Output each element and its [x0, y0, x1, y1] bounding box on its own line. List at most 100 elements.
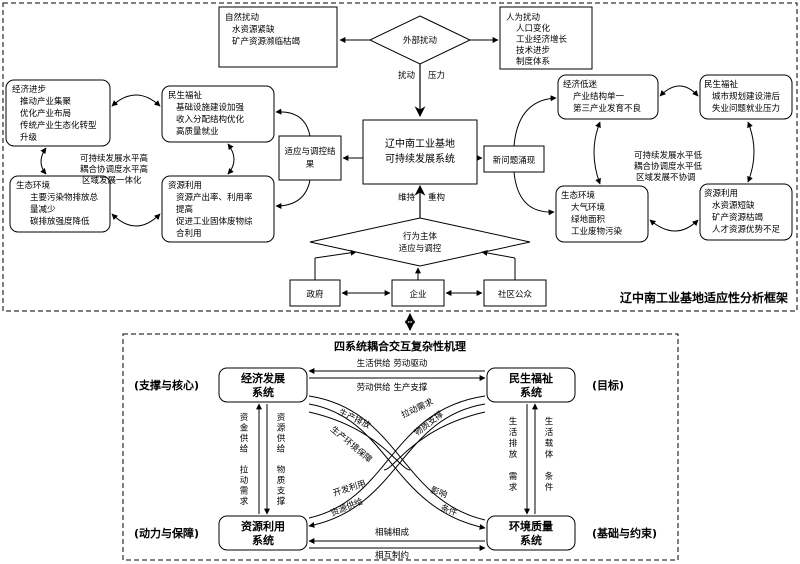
- cross-curves: [308, 395, 486, 530]
- left-economy-item: 优化产业布局: [20, 108, 71, 119]
- left-welfare-item: 高质量就业: [176, 126, 219, 137]
- svg-text:区域发展一体化: 区域发展一体化: [82, 175, 142, 186]
- resource-role: (动力与保障): [134, 526, 199, 540]
- vertical-char: 生: [545, 416, 554, 427]
- top-frame: [2, 2, 798, 312]
- vertical-char: 物: [277, 465, 286, 476]
- core-line2: 可持续发展系统: [385, 152, 455, 165]
- right-welfare-item: 城市规划建设滞后: [712, 91, 781, 102]
- top-outer-label: 生活供给 劳动驱动: [357, 358, 428, 369]
- welfare-line2: 系统: [520, 385, 542, 399]
- right-resource-item: 人才资源优势不足: [712, 224, 781, 235]
- human-title: 人为扰动: [506, 12, 541, 23]
- government-box: 政府: [289, 279, 341, 307]
- environment-line2: 系统: [520, 533, 542, 547]
- curve-label-influence: 影响: [429, 484, 449, 500]
- right-ecology-title: 生态环境: [561, 190, 596, 201]
- svg-text:可持续发展水平高: 可持续发展水平高: [80, 153, 148, 164]
- right-resource-item: 矿产资源枯竭: [712, 212, 763, 223]
- adapt-result-box: 适应与调控结 果: [278, 135, 342, 181]
- left-resource-item: 合利用: [176, 228, 202, 239]
- vertical-char: 求: [240, 496, 249, 507]
- core-system-box: 辽中南工业基地 可持续发展系统: [362, 119, 478, 185]
- vertical-char: 质: [277, 475, 286, 486]
- curve-label-res-supply: 资源供给: [329, 496, 365, 519]
- svg-text:区域发展不协调: 区域发展不协调: [636, 172, 696, 183]
- vertical-char: 支: [277, 486, 286, 497]
- human-item: 制度体系: [516, 56, 550, 67]
- vertical-char: 件: [545, 482, 554, 493]
- right-ecology-item: 大气环境: [571, 202, 606, 213]
- vertical-char: 条: [545, 471, 554, 482]
- left-resource-item: 提高: [176, 204, 193, 215]
- left-ecology-item: 主要污染物排放总: [30, 192, 99, 203]
- left-welfare-title: 民生福祉: [168, 90, 203, 101]
- svg-text:耦合协调度水平低: 耦合协调度水平低: [634, 161, 703, 172]
- enterprise-box: 企业: [391, 279, 445, 307]
- natural-item: 水资源紧缺: [232, 24, 275, 35]
- vertical-char: 资: [277, 412, 286, 423]
- economy-line2: 系统: [252, 385, 274, 399]
- left-economy-title: 经济进步: [12, 84, 46, 95]
- vertical-char: 金: [240, 423, 249, 434]
- left-resource-title: 资源利用: [168, 180, 202, 191]
- actor-line2: 适应与调控: [399, 243, 442, 254]
- human-item: 人口变化: [516, 23, 551, 34]
- welfare-role: (目标): [592, 378, 624, 392]
- left-resource-box: 资源利用 资源产出率、利用率 提高 促进工业固体废物综 合利用: [161, 175, 275, 243]
- vertical-char: 给: [277, 444, 286, 455]
- natural-item: 矿产资源濒临枯竭: [232, 36, 300, 47]
- vertical-char: 载: [545, 438, 554, 449]
- right-resource-title: 资源利用: [704, 188, 738, 199]
- curve-label-prod-emit: 生产排放: [337, 407, 373, 432]
- vertical-char: 生: [509, 416, 518, 427]
- actor-diamond: 行为主体 适应与调控: [309, 217, 531, 267]
- economy-line1: 经济发展: [241, 371, 286, 385]
- right-economy-item: 产业结构单一: [573, 91, 625, 102]
- svg-text:耦合协调度水平高: 耦合协调度水平高: [80, 164, 148, 175]
- right-resource-item: 水资源短缺: [712, 200, 755, 211]
- vertical-char: 排: [509, 438, 518, 449]
- right-resource-box: 资源利用 水资源短缺 矿产资源枯竭 人才资源优势不足: [699, 183, 793, 241]
- vertical-char: 放: [509, 449, 518, 460]
- left-welfare-box: 民生福祉 基础设施建设加强 收入分配结构优化 高质量就业: [161, 85, 275, 143]
- reconstruct-label: 重构: [428, 192, 445, 203]
- welfare-line1: 民生福祉: [509, 371, 553, 385]
- vertical-char: 体: [545, 449, 554, 460]
- bottom-frame: [122, 333, 679, 561]
- left-resource-item: 资源产出率、利用率: [176, 192, 253, 203]
- vertical-char: 拉: [240, 465, 249, 476]
- top-section-title: 辽中南工业基地适应性分析框架: [620, 290, 788, 305]
- vertical-char: 资: [240, 412, 249, 423]
- problem-label: 新问题涌现: [493, 155, 536, 166]
- left-ecology-box: 生态环境 主要污染物排放总 量减少 碳排放强度降低: [9, 175, 111, 233]
- vertical-char: 动: [240, 475, 249, 486]
- environment-role: (基础与约束): [592, 526, 657, 540]
- pressure-label: 压力: [428, 70, 445, 81]
- curve-label-develop: 开发利用: [332, 478, 368, 499]
- top-inner-label: 劳动供给 生产支撑: [357, 382, 428, 393]
- economy-system-box: 经济发展 系统: [218, 367, 308, 403]
- natural-title: 自然扰动: [225, 12, 260, 23]
- right-economy-title: 经济低迷: [563, 79, 598, 90]
- vertical-char: 源: [277, 424, 286, 434]
- public-label: 社区公众: [498, 289, 533, 300]
- public-box: 社区公众: [483, 279, 547, 307]
- left-ecology-title: 生态环境: [16, 180, 51, 191]
- resource-line1: 资源利用: [241, 519, 285, 533]
- vertical-char: 供: [277, 433, 286, 444]
- vertical-char: 给: [240, 444, 249, 455]
- bottom-outer-label: 相互制约: [375, 550, 409, 561]
- vertical-char: 活: [545, 427, 554, 438]
- maintain-label: 维持: [398, 192, 416, 203]
- natural-disturbance-box: 自然扰动 水资源紧缺 矿产资源濒临枯竭: [218, 6, 338, 68]
- vertical-char: 撑: [277, 496, 286, 507]
- right-economy-item: 第三产业发育不良: [573, 103, 642, 114]
- enterprise-label: 企业: [409, 289, 426, 300]
